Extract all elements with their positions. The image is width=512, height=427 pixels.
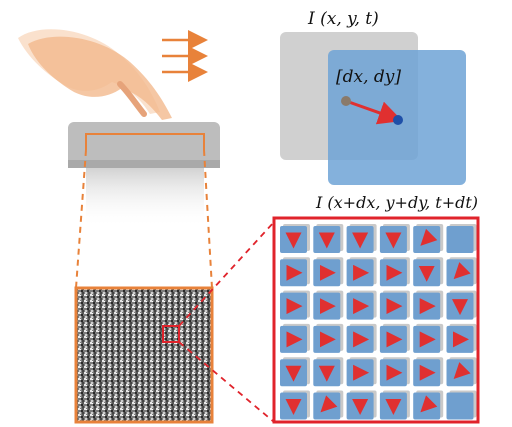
flow-grid — [280, 224, 477, 420]
hand-icon — [18, 29, 172, 120]
point-start — [341, 96, 351, 106]
flow-arrow — [320, 395, 338, 413]
grid-tile — [446, 226, 474, 253]
motion-arrows-icon — [162, 30, 208, 82]
flow-arrow — [420, 228, 438, 246]
flow-arrow — [420, 395, 438, 413]
point-end — [393, 115, 403, 125]
flow-arrow — [453, 262, 471, 280]
projection-line-left — [75, 149, 87, 289]
grid-tile — [446, 392, 474, 420]
zoom-region-marker — [162, 325, 180, 343]
zoom-panel — [272, 216, 480, 424]
zoom-line-top — [178, 221, 275, 327]
label-frame-t-dt: I (x+dx, y+dy, t+dt) — [315, 193, 478, 212]
zoom-line-bottom — [178, 341, 275, 423]
displacement-vector — [345, 99, 403, 125]
speckle-pattern-icon — [74, 286, 214, 424]
device-icon — [68, 122, 220, 228]
projection-line-right — [203, 149, 213, 289]
label-displacement: [dx, dy] — [336, 67, 401, 87]
label-frame-t: I (x, y, t) — [307, 9, 379, 29]
flow-arrow — [453, 362, 471, 380]
